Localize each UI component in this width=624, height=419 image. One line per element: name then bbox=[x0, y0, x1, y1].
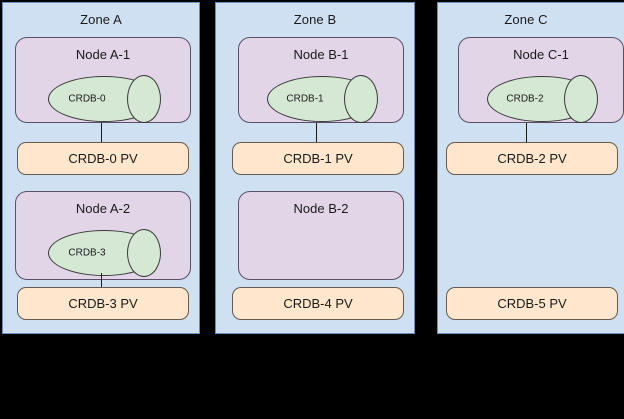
connector-a-2-to-pv bbox=[101, 273, 102, 287]
node-box-c-1: Node C-1 CRDB-2 bbox=[458, 37, 624, 123]
cylinder-end-cap bbox=[127, 75, 161, 123]
zone-title-c: Zone C bbox=[504, 12, 548, 27]
database-cylinder-crdb-0: CRDB-0 bbox=[48, 75, 161, 123]
node-box-b-2: Node B-2 bbox=[238, 191, 404, 280]
zone-title-b: Zone B bbox=[293, 12, 337, 27]
node-box-a-2: Node A-2 CRDB-3 bbox=[15, 191, 191, 280]
pv-box-crdb-3: CRDB-3 PV bbox=[17, 287, 189, 320]
connector-a-1-to-pv bbox=[101, 123, 102, 142]
pv-box-crdb-5: CRDB-5 PV bbox=[446, 287, 618, 320]
node-label-a-1: Node A-1 bbox=[75, 47, 131, 62]
cylinder-end-cap bbox=[344, 75, 378, 123]
pv-box-crdb-1: CRDB-1 PV bbox=[232, 142, 404, 175]
connector-b-1-to-pv bbox=[316, 123, 317, 142]
node-label-a-2: Node A-2 bbox=[75, 201, 131, 216]
cylinder-end-cap bbox=[127, 229, 161, 277]
database-cylinder-crdb-3: CRDB-3 bbox=[48, 229, 161, 277]
zone-panel-a: Zone A Node A-1 CRDB-0 CRDB-0 PV Node A-… bbox=[2, 2, 200, 334]
node-label-c-1: Node C-1 bbox=[513, 47, 569, 62]
pv-label-crdb-1: CRDB-1 PV bbox=[283, 151, 353, 166]
database-label-crdb-1: CRDB-1 bbox=[286, 93, 324, 105]
pv-label-crdb-2: CRDB-2 PV bbox=[497, 151, 567, 166]
connector-c-1-to-pv bbox=[526, 123, 527, 142]
node-box-a-1: Node A-1 CRDB-0 bbox=[15, 37, 191, 123]
pv-label-crdb-3: CRDB-3 PV bbox=[68, 296, 138, 311]
node-label-b-2: Node B-2 bbox=[293, 201, 349, 216]
database-cylinder-crdb-2: CRDB-2 bbox=[487, 75, 598, 123]
zone-title-a: Zone A bbox=[80, 12, 122, 27]
cylinder-end-cap bbox=[564, 75, 598, 123]
pv-label-crdb-0: CRDB-0 PV bbox=[68, 151, 138, 166]
database-label-crdb-2: CRDB-2 bbox=[506, 93, 544, 105]
pv-box-crdb-4: CRDB-4 PV bbox=[232, 287, 404, 320]
zone-panel-c: Zone C Node C-1 CRDB-2 CRDB-2 PV CRDB-5 … bbox=[437, 2, 624, 334]
zone-panel-b: Zone B Node B-1 CRDB-1 CRDB-1 PV Node B-… bbox=[215, 2, 415, 334]
pv-box-crdb-0: CRDB-0 PV bbox=[17, 142, 189, 175]
database-cylinder-crdb-1: CRDB-1 bbox=[267, 75, 378, 123]
node-box-b-1: Node B-1 CRDB-1 bbox=[238, 37, 404, 123]
pv-label-crdb-4: CRDB-4 PV bbox=[283, 296, 353, 311]
database-label-crdb-0: CRDB-0 bbox=[68, 93, 106, 105]
pv-box-crdb-2: CRDB-2 PV bbox=[446, 142, 618, 175]
database-label-crdb-3: CRDB-3 bbox=[68, 247, 106, 259]
pv-label-crdb-5: CRDB-5 PV bbox=[497, 296, 567, 311]
node-label-b-1: Node B-1 bbox=[293, 47, 349, 62]
